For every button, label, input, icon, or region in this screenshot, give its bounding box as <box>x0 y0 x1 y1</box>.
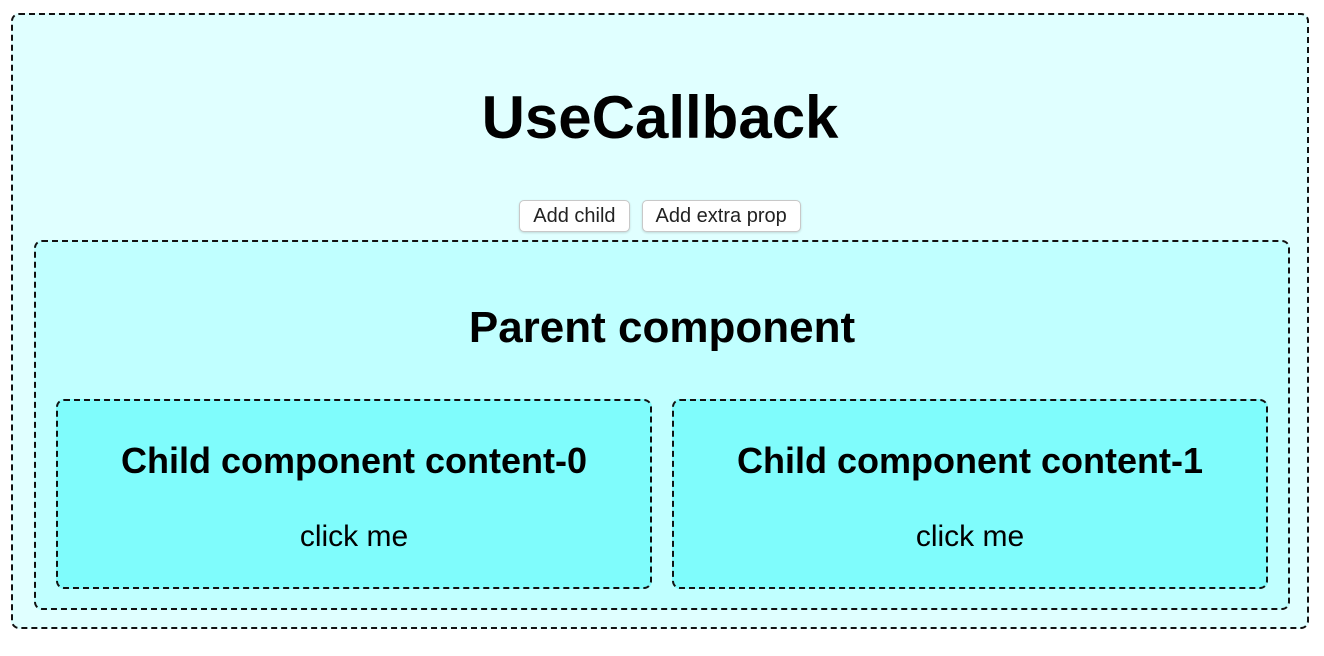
parent-title: Parent component <box>468 303 856 352</box>
child-component-1: Child component content-1 click me <box>672 399 1268 589</box>
add-child-button[interactable]: Add child <box>519 200 630 232</box>
child-title: Child component content-0 <box>121 440 587 481</box>
app-container: UseCallback Add child Add extra prop Par… <box>11 13 1309 629</box>
button-toolbar: Add child Add extra prop <box>13 200 1307 232</box>
add-extra-prop-button[interactable]: Add extra prop <box>641 200 801 232</box>
click-me-button[interactable]: click me <box>299 520 409 553</box>
page-title: UseCallback <box>481 84 839 151</box>
child-component-0: Child component content-0 click me <box>56 399 652 589</box>
parent-component: Parent component Child component content… <box>34 240 1290 610</box>
click-me-button[interactable]: click me <box>915 520 1025 553</box>
child-title: Child component content-1 <box>737 440 1203 481</box>
